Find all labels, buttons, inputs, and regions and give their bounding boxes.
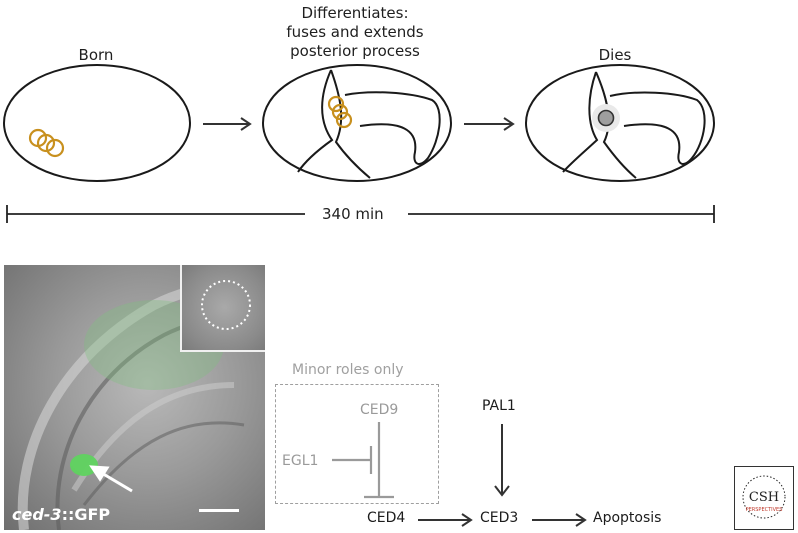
micrograph-caption: ced-3::GFP	[12, 505, 110, 524]
gene-ced4: CED4	[367, 510, 406, 526]
ced4-activates-ced3	[418, 513, 473, 527]
embryo-differentiates	[262, 64, 452, 182]
minor-roles-box	[275, 384, 439, 504]
cell-ring-cluster-differentiating	[327, 95, 353, 129]
embryo-diagram	[3, 64, 715, 223]
micrograph-inset	[180, 265, 265, 352]
gene-name: ced-3	[12, 505, 62, 524]
cell-ring-cluster	[28, 128, 65, 158]
timeline-label: 340 min	[322, 205, 384, 223]
gene-ced3: CED3	[480, 510, 519, 526]
gene-ced9: CED9	[360, 402, 399, 418]
inset-outline	[201, 280, 251, 330]
stage-label-born: Born	[78, 46, 114, 64]
scale-bar	[199, 509, 239, 512]
stage-label-line-3: posterior process	[290, 42, 420, 60]
ced9-inhibits-ced4	[364, 422, 394, 499]
dying-cell	[597, 109, 615, 127]
stage-label-differentiates: Differentiates: fuses and extends poster…	[265, 4, 445, 61]
csh-perspectives-logo: CSH PERSPECTIVES	[734, 466, 794, 530]
micrograph: ced-3::GFP	[4, 265, 265, 530]
pal1-activates-ced3	[494, 424, 510, 497]
gfp-arrow	[89, 465, 133, 493]
pathway-connectors	[332, 422, 587, 527]
embryo-dies	[525, 64, 715, 182]
gene-suffix: ::GFP	[61, 505, 111, 524]
logo-mark: CSH PERSPECTIVES	[742, 475, 786, 519]
apoptosis-label: Apoptosis	[593, 510, 662, 526]
arrow-born-to-differentiates	[203, 117, 252, 131]
gene-pal1: PAL1	[482, 398, 516, 414]
arrow-differentiates-to-dies	[464, 117, 515, 131]
egl1-inhibits-ced9	[332, 446, 373, 474]
svg-text:PERSPECTIVES: PERSPECTIVES	[746, 507, 783, 513]
svg-text:CSH: CSH	[749, 490, 779, 505]
stage-label-dies: Dies	[598, 46, 632, 64]
timeline	[6, 205, 715, 223]
stage-label-line-1: Differentiates:	[301, 4, 409, 22]
ced3-to-apoptosis	[532, 513, 587, 527]
gene-egl1: EGL1	[282, 453, 319, 469]
minor-roles-label: Minor roles only	[292, 362, 404, 378]
gfp-cell	[70, 454, 98, 476]
stage-label-line-2: fuses and extends	[286, 23, 424, 41]
embryo-born	[3, 64, 191, 182]
